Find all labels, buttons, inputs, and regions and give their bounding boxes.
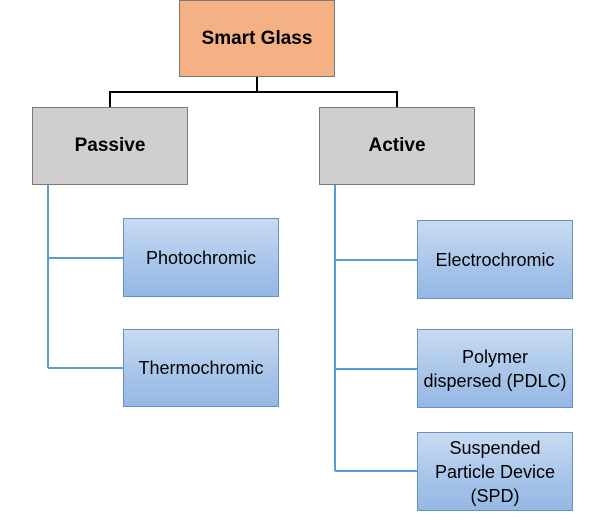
category-node-label: Passive [74, 135, 146, 156]
leaf-node-photochromic: Photochromic [123, 218, 279, 297]
leaf-node-spd: Suspended Particle Device (SPD) [417, 432, 573, 511]
category-node-passive: Passive [32, 107, 188, 185]
leaf-node-electrochromic: Electrochromic [417, 220, 573, 299]
leaf-node-pdlc: Polymer dispersed (PDLC) [417, 329, 573, 408]
leaf-node-thermochromic: Thermochromic [123, 329, 279, 407]
root-node-label: Smart Glass [201, 27, 313, 49]
root-connector [257, 91, 398, 107]
leaf-node-label: Photochromic [145, 247, 257, 268]
category-node-active: Active [319, 107, 475, 185]
leaf-node-label: Suspended Particle Device (SPD) [434, 437, 556, 506]
leaf-node-label: Polymer dispersed (PDLC) [423, 346, 567, 391]
leaf-node-label: Electrochromic [435, 249, 555, 270]
root-connector [109, 77, 258, 107]
category-node-label: Active [368, 135, 426, 156]
root-node: Smart Glass [179, 0, 335, 77]
leaf-node-label: Thermochromic [138, 358, 264, 378]
